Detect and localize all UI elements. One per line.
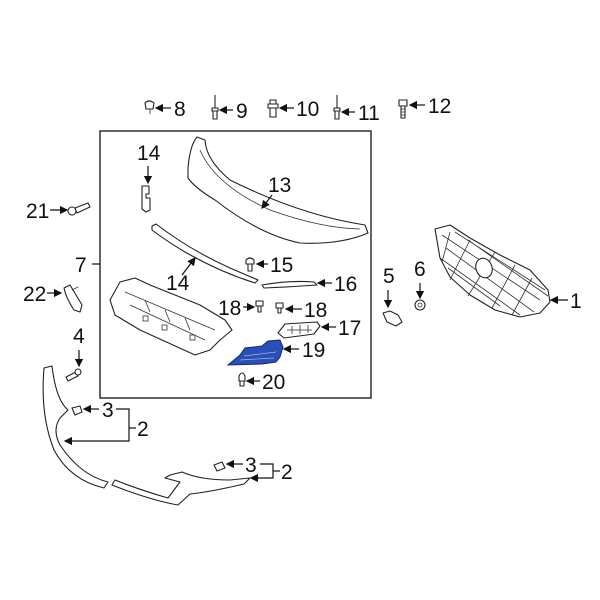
- clip-3a-icon[interactable]: [71, 405, 83, 416]
- callout-13[interactable]: 13: [268, 174, 291, 197]
- callout-14-upper[interactable]: 14: [137, 142, 161, 165]
- callout-6[interactable]: 6: [414, 258, 426, 281]
- grille-1[interactable]: [434, 224, 551, 318]
- reinforcement-panel[interactable]: [109, 277, 233, 356]
- callout-5[interactable]: 5: [383, 265, 395, 288]
- bolt-21-icon[interactable]: [67, 202, 91, 216]
- clip-20-icon[interactable]: [238, 372, 246, 387]
- clip-18a-icon[interactable]: [255, 300, 264, 313]
- retainer-strip-15[interactable]: [151, 223, 259, 284]
- callout-10[interactable]: 10: [296, 98, 319, 121]
- screw-12-icon[interactable]: [398, 99, 408, 119]
- callout-4[interactable]: 4: [73, 325, 85, 348]
- callout-9[interactable]: 9: [236, 100, 248, 123]
- bolt-4-icon[interactable]: [65, 368, 82, 382]
- callout-1[interactable]: 1: [570, 290, 582, 313]
- clip-10-icon[interactable]: [267, 99, 279, 118]
- nut-6-icon[interactable]: [414, 299, 426, 311]
- assembly-box: [99, 130, 372, 399]
- callout-19[interactable]: 19: [302, 339, 325, 362]
- bracket-22[interactable]: [63, 284, 83, 313]
- clip-18b-icon[interactable]: [275, 302, 284, 314]
- callout-2-left[interactable]: 2: [137, 418, 149, 441]
- molding-strip-14[interactable]: [261, 280, 318, 289]
- callout-14-lower[interactable]: 16: [334, 273, 357, 296]
- rivet-9-icon[interactable]: [211, 95, 219, 120]
- rivet-11-icon[interactable]: [333, 95, 341, 120]
- lower-trim-left-2[interactable]: [42, 365, 109, 489]
- callout-16[interactable]: 15: [270, 254, 293, 277]
- callout-2-right[interactable]: 2: [281, 461, 293, 484]
- upper-molding-13[interactable]: [187, 136, 369, 244]
- callout-7[interactable]: 7: [75, 254, 87, 277]
- callout-8[interactable]: 8: [174, 98, 186, 121]
- callout-20[interactable]: 20: [262, 371, 285, 394]
- callout-11[interactable]: 11: [358, 102, 380, 125]
- callout-18-right[interactable]: 18: [304, 299, 327, 322]
- callout-12[interactable]: 12: [428, 95, 451, 118]
- lower-trim-right-2[interactable]: [111, 471, 251, 506]
- callout-15[interactable]: 14: [166, 272, 190, 295]
- callout-22[interactable]: 22: [23, 283, 46, 306]
- side-bracket-14[interactable]: [141, 185, 151, 213]
- bracket-5[interactable]: [382, 310, 403, 327]
- callout-17[interactable]: 17: [338, 317, 361, 340]
- fastener-8-icon[interactable]: [144, 100, 155, 114]
- callout-3-right[interactable]: 3: [245, 454, 257, 477]
- clip-3b-icon[interactable]: [213, 461, 226, 472]
- deflector-19-highlighted[interactable]: [226, 339, 284, 366]
- callout-18-left[interactable]: 18: [218, 297, 241, 320]
- callout-3-left[interactable]: 3: [102, 399, 114, 422]
- clip-16-icon[interactable]: [245, 257, 255, 272]
- callout-21[interactable]: 21: [26, 200, 49, 223]
